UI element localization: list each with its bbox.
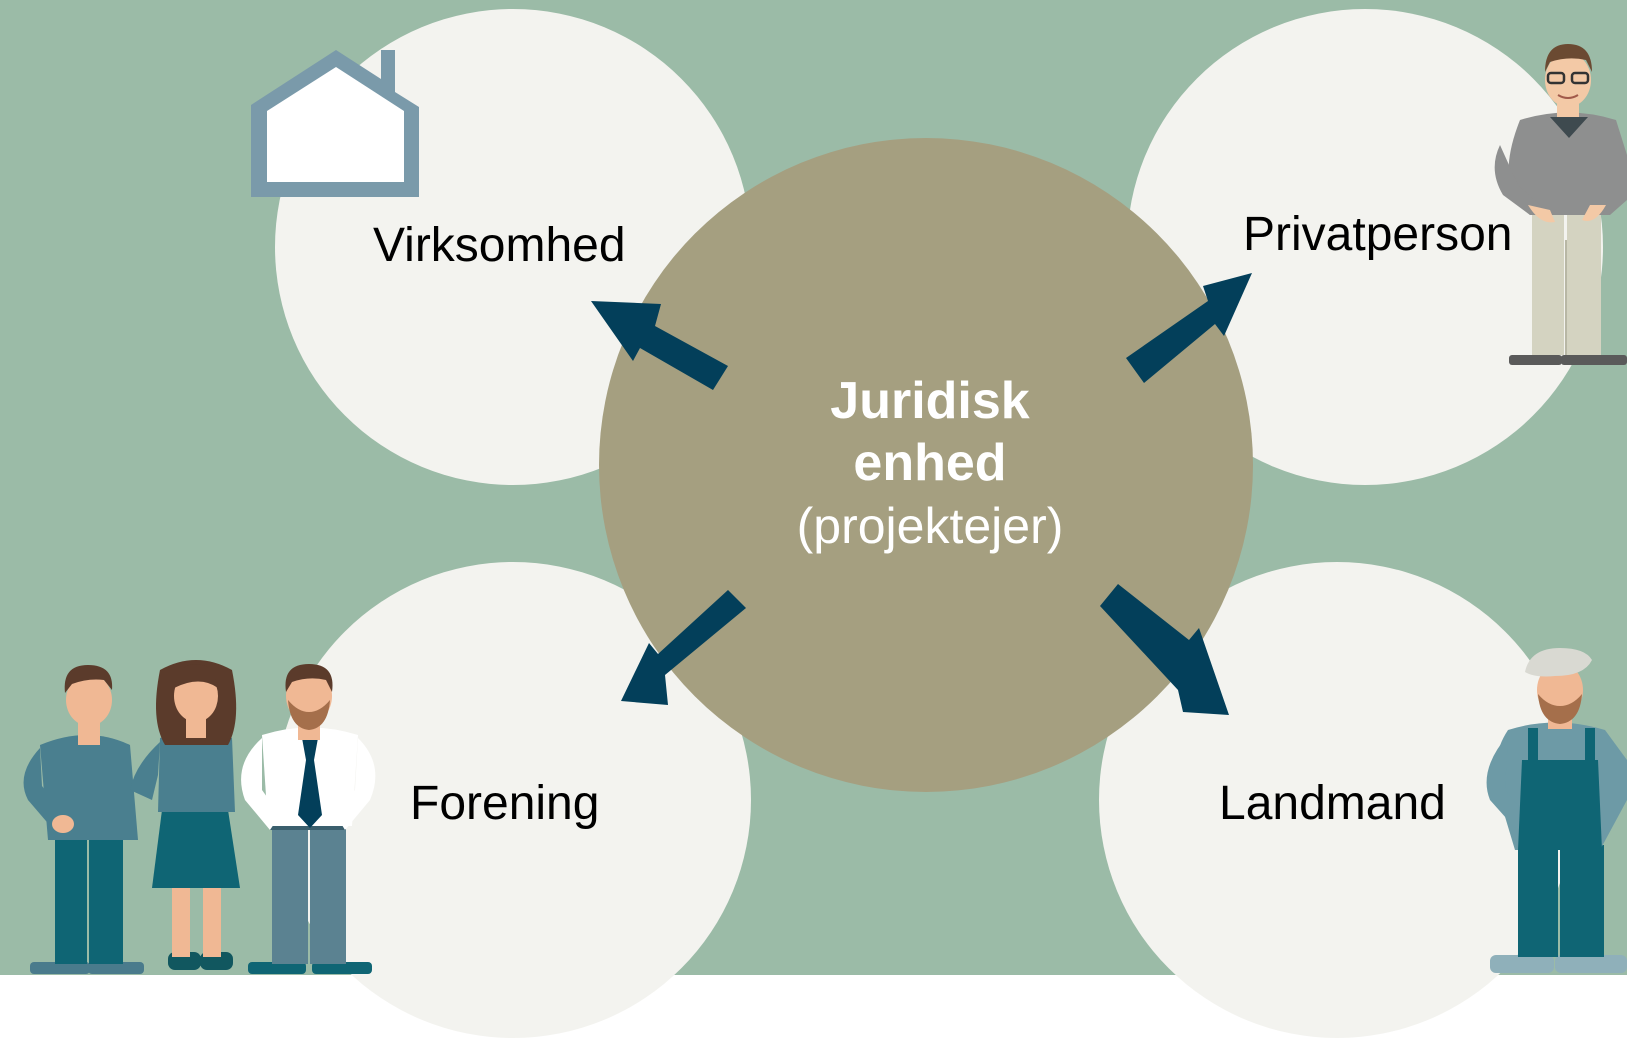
arrow-to-privatperson <box>1126 273 1252 383</box>
label-forening: Forening <box>410 777 600 830</box>
label-virksomhed: Virksomhed <box>373 219 626 272</box>
center-label-line2: enhed <box>853 434 1007 492</box>
center-circle <box>599 138 1253 792</box>
label-landmand: Landmand <box>1219 777 1446 830</box>
farmer-icon <box>1486 648 1627 973</box>
arrow-to-virksomhed <box>591 301 728 390</box>
center-label-line1: Juridisk <box>830 372 1030 430</box>
center-label-line3: (projektejer) <box>796 498 1064 554</box>
label-privatperson: Privatperson <box>1243 208 1513 261</box>
group-of-people-icon <box>23 660 376 974</box>
circle-landmand <box>1099 562 1575 1038</box>
man-with-glasses-icon <box>1494 44 1627 365</box>
house-icon <box>251 50 419 197</box>
arrow-to-forening <box>621 590 746 705</box>
arrow-to-landmand <box>1100 584 1229 715</box>
circle-privatperson <box>1127 9 1603 485</box>
center-label: Juridisk enhed (projektejer) <box>760 370 1100 558</box>
